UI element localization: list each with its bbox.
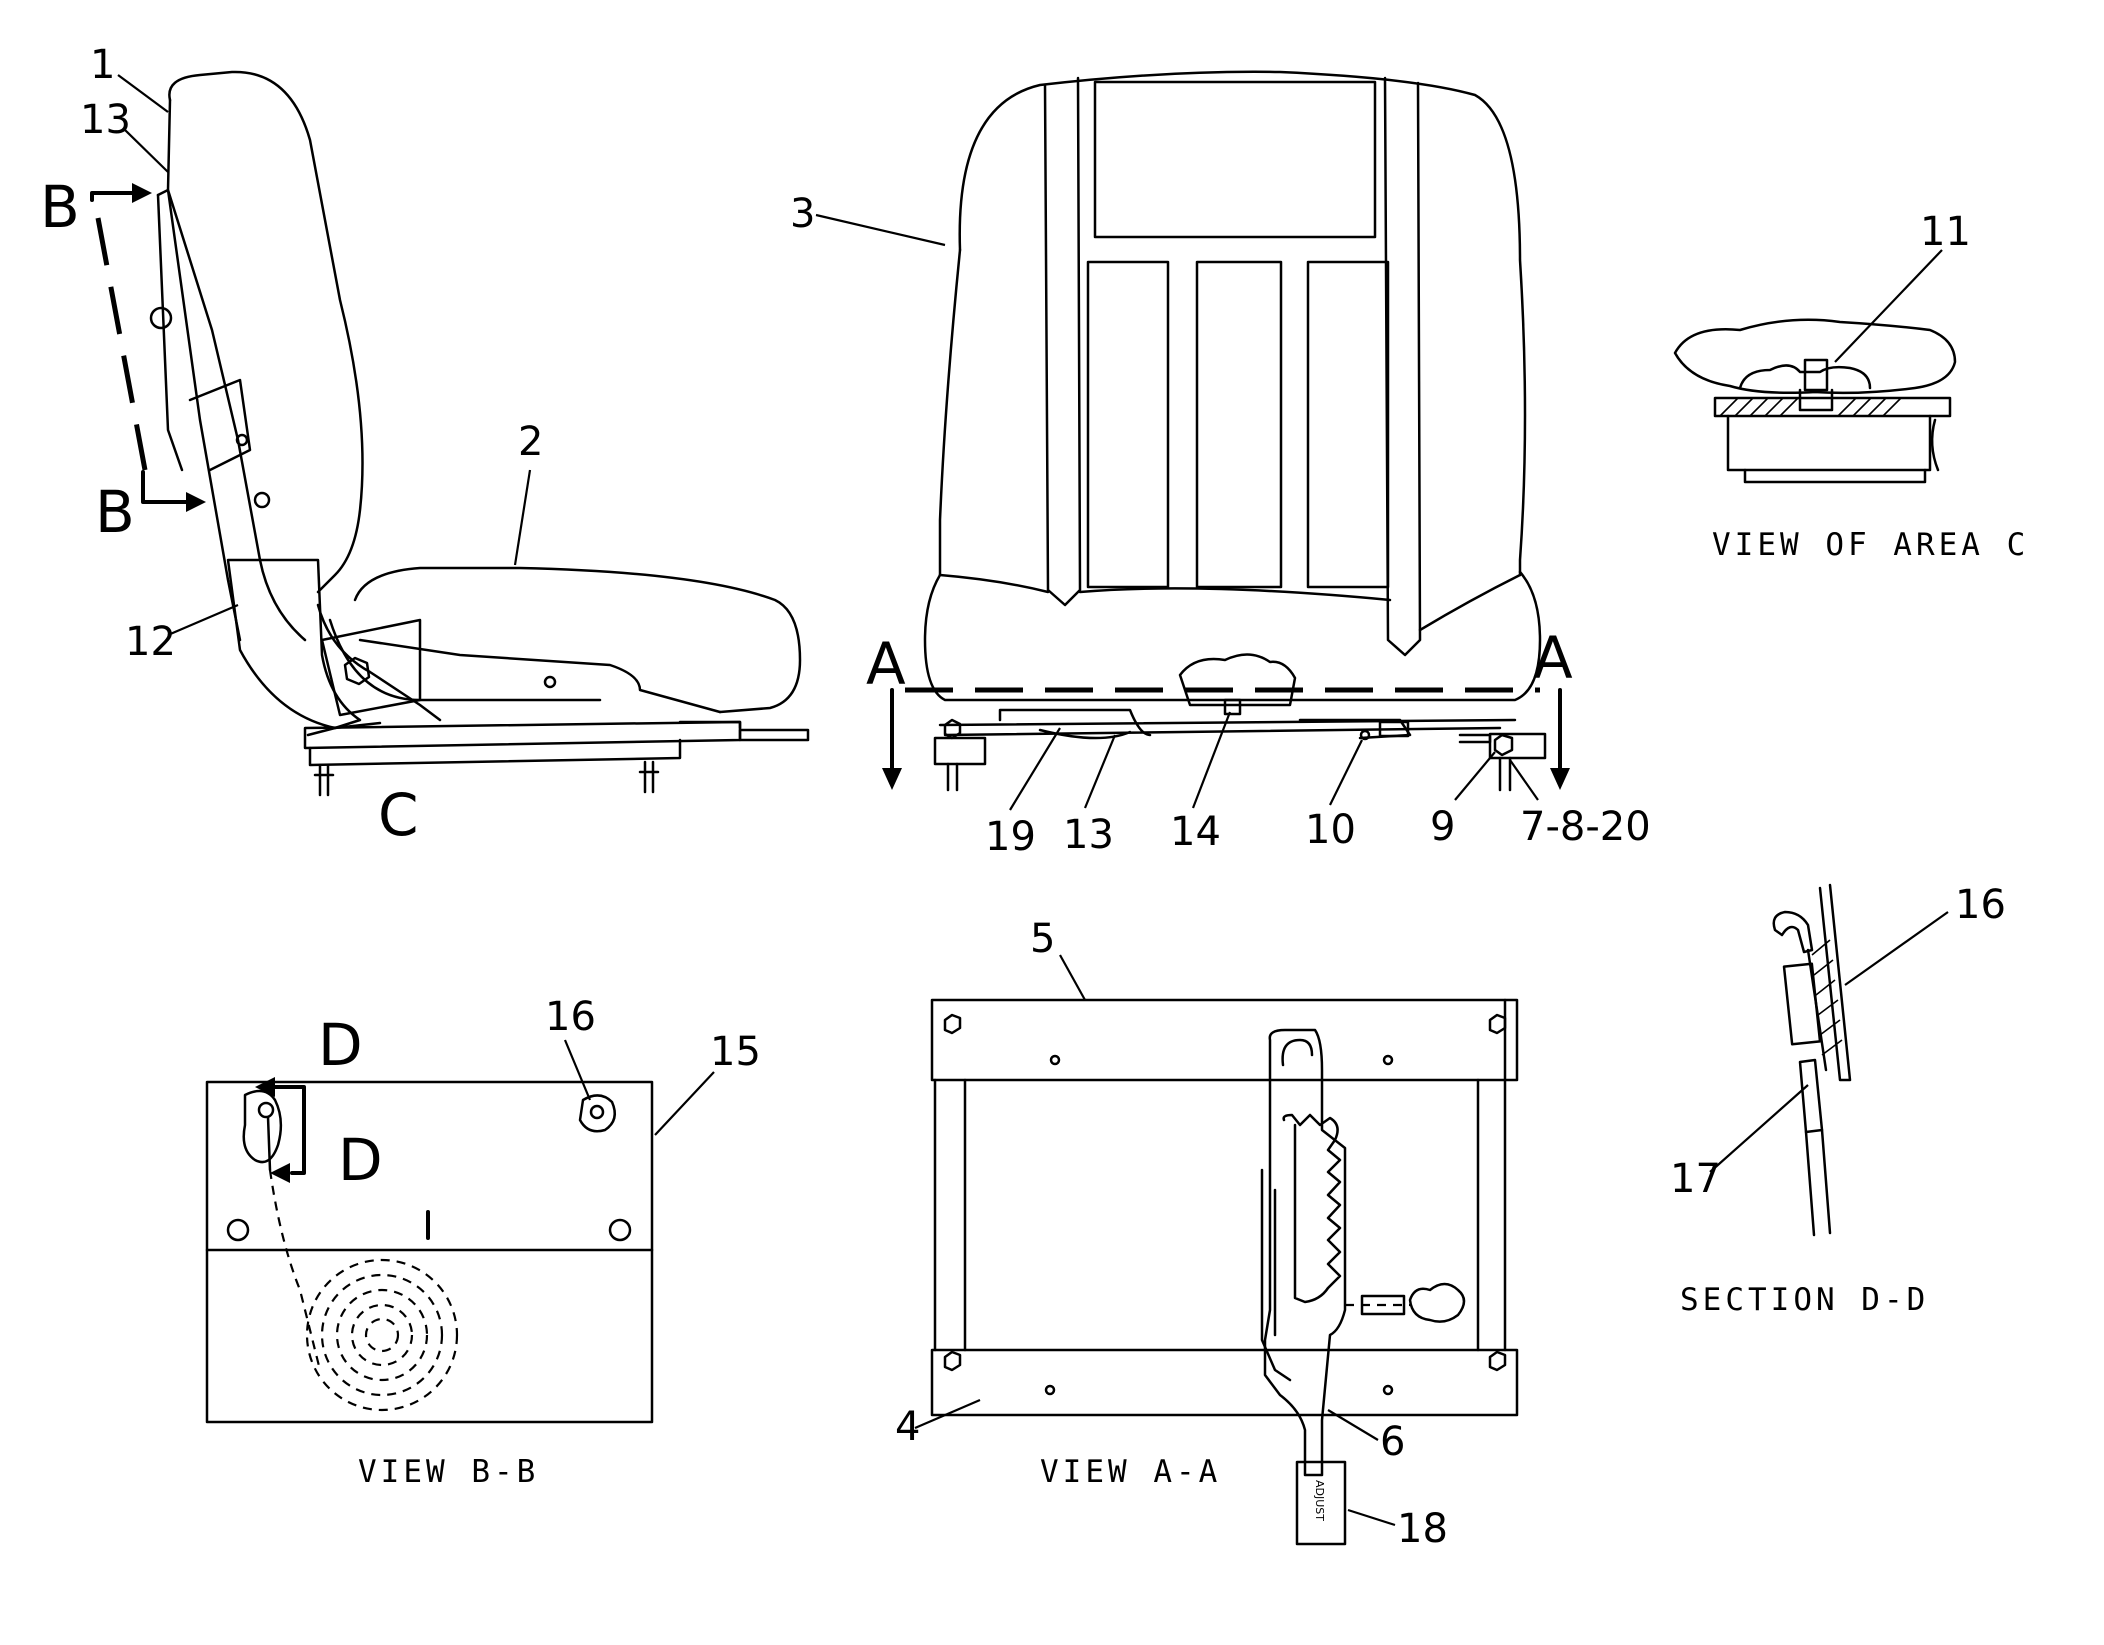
caption-view-of-area-c: VIEW OF AREA C [1712, 527, 2029, 563]
section-letter-a-left: A [866, 630, 906, 698]
section-d-d: 16 17 SECTION D-D [1670, 882, 2006, 1318]
section-letter-d-bottom: D [338, 1126, 383, 1194]
callout-13-side: 13 [80, 97, 131, 143]
callout-1: 1 [90, 42, 115, 88]
callout-17: 17 [1670, 1156, 1721, 1202]
callout-16-bb: 16 [545, 994, 596, 1040]
caption-section-d-d: SECTION D-D [1680, 1282, 1929, 1318]
callout-3: 3 [790, 191, 815, 237]
side-view: 1 13 2 12 B B C [40, 42, 810, 849]
callout-5: 5 [1030, 916, 1055, 962]
view-a-a: ADJUST 5 4 6 18 VIEW A-A [895, 916, 1519, 1552]
caption-view-a-a: VIEW A-A [1040, 1454, 1221, 1490]
callout-12: 12 [125, 619, 176, 665]
view-of-area-c: 11 VIEW OF AREA C [1673, 209, 2029, 563]
callout-15: 15 [710, 1029, 761, 1075]
callout-7-8-20: 7-8-20 [1520, 804, 1651, 850]
callout-4: 4 [895, 1404, 920, 1450]
section-letter-d-top: D [318, 1011, 363, 1079]
callout-18: 18 [1397, 1506, 1448, 1552]
callout-14: 14 [1170, 809, 1221, 855]
area-letter-c: C [378, 781, 419, 849]
callout-11: 11 [1920, 209, 1971, 255]
view-b-b: 16 15 D D VIEW B-B [205, 994, 761, 1490]
callout-6: 6 [1380, 1419, 1405, 1465]
adjust-handle-label: ADJUST [1313, 1480, 1326, 1521]
section-letter-b-top: B [40, 173, 80, 241]
callout-10: 10 [1305, 807, 1356, 853]
section-letter-a-right: A [1533, 624, 1573, 692]
callout-2: 2 [518, 419, 543, 465]
section-letter-b-bottom: B [95, 478, 135, 546]
callout-13-front: 13 [1063, 812, 1114, 858]
callout-19: 19 [985, 814, 1036, 860]
callout-9: 9 [1430, 804, 1455, 850]
caption-view-b-b: VIEW B-B [358, 1454, 539, 1490]
callout-16-dd: 16 [1955, 882, 2006, 928]
front-view: 3 19 13 14 10 9 7-8-20 A A [790, 70, 1651, 860]
